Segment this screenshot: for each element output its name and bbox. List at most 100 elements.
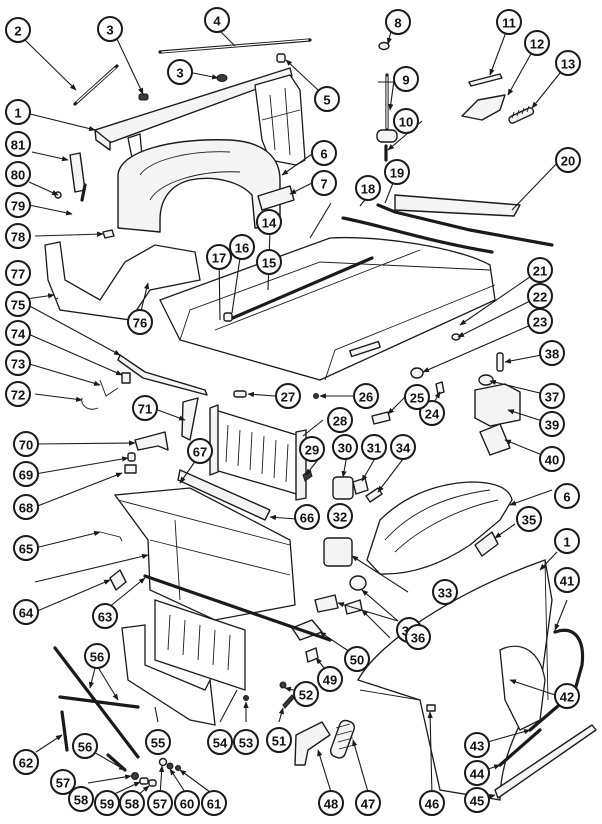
callout-number: 15 [262,256,276,271]
part-screw-53 [243,695,249,701]
callout-number: 49 [323,673,337,688]
callout-circle [5,381,31,407]
callout-circle [294,504,320,530]
callout-50: 50 [344,646,370,672]
callout-circle [555,50,581,76]
callout-circle [554,483,580,509]
part-rocker-molding [494,724,597,799]
callout-6: 6 [554,483,580,509]
callout-circle [145,729,171,755]
part-bracket-72 [99,379,119,397]
callout-number: 69 [19,468,33,483]
callout-44: 44 [464,760,490,786]
callout-number: 3 [106,23,113,38]
callout-17: 17 [206,244,232,270]
part-rod-78 [80,183,87,202]
callout-circle [353,383,379,409]
callout-circle [293,681,319,707]
callout-number: 45 [470,794,484,809]
callout-30: 30 [332,434,358,460]
callout-34: 34 [390,434,416,460]
callout-number: 58 [125,797,139,812]
callout-23: 23 [527,308,553,334]
callout-16: 16 [229,234,255,260]
callout-3: 3 [97,16,123,42]
part-splash-shield [44,241,201,321]
callout-circle [464,732,490,758]
callout-number: 80 [11,168,25,183]
callout-circle [355,790,381,816]
part-wheel-opening-molding [553,628,585,692]
callout-71: 71 [132,395,158,421]
callout-21: 21 [527,257,553,283]
callout-circle [361,434,387,460]
callout-number: 1 [14,106,21,121]
callout-number: 72 [11,388,25,403]
callout-68: 68 [13,494,39,520]
callout-19: 19 [384,159,410,185]
callout-28: 28 [327,407,353,433]
callout-circle [13,535,39,561]
callout-48: 48 [318,790,344,816]
callout-circle [5,260,31,286]
part-bracket [344,599,363,615]
part-fender-skirt [499,645,546,731]
callout-circle [5,350,31,376]
callout-number: 16 [235,241,249,256]
part-cap [410,367,424,379]
callout-circle [539,411,565,437]
part-washer-57b [166,762,174,770]
callout-number: 44 [470,767,485,782]
callout-20: 20 [555,147,581,173]
callout-number: 14 [262,216,277,231]
callout-12: 12 [524,30,550,56]
callout-number: 20 [561,154,575,169]
callout-26: 26 [353,383,379,409]
callout-circle [539,383,565,409]
part-nut [378,41,390,51]
callout-80: 80 [5,161,31,187]
part-clip-49 [305,647,319,663]
callout-67: 67 [187,438,213,464]
callout-number: 78 [11,230,25,245]
callout-5: 5 [314,86,340,112]
callout-circle [524,30,550,56]
callout-circle [132,395,158,421]
callout-2: 2 [5,17,31,43]
callout-circle [5,291,31,317]
callout-78: 78 [5,223,31,249]
callout-number: 71 [138,402,152,417]
part-retainer [233,390,247,398]
part-hood-latch [223,312,233,322]
part-coolant-tank [323,537,353,567]
callout-47: 47 [355,790,381,816]
part-fender-bracket [257,185,295,211]
callout-number: 53 [239,736,253,751]
callout-circle [119,790,145,816]
callout-circle [5,99,31,125]
part-clip [138,93,149,101]
part-nut-60 [175,765,181,771]
callout-number: 2 [14,24,21,39]
callout-number: 79 [11,199,25,214]
callout-number: 1 [563,535,570,550]
callout-circle [554,567,580,593]
callout-circle [256,209,282,235]
parts-artwork [44,38,597,801]
part-inner-fender-left [117,139,281,233]
callout-number: 19 [390,166,404,181]
callout-number: 70 [19,438,33,453]
callout-circle [299,436,325,462]
part-heater-core [154,599,246,691]
callout-41: 41 [554,567,580,593]
part-cowl-panel [394,194,521,217]
callout-number: 54 [213,736,228,751]
callout-circle [275,383,301,409]
callout-1: 1 [554,528,580,554]
callout-circle [174,790,200,816]
callout-circle [419,790,445,816]
callout-number: 26 [359,390,373,405]
part-hinge-spring [508,105,535,124]
part-horn [474,531,499,557]
part-horn-bracket [314,594,339,613]
